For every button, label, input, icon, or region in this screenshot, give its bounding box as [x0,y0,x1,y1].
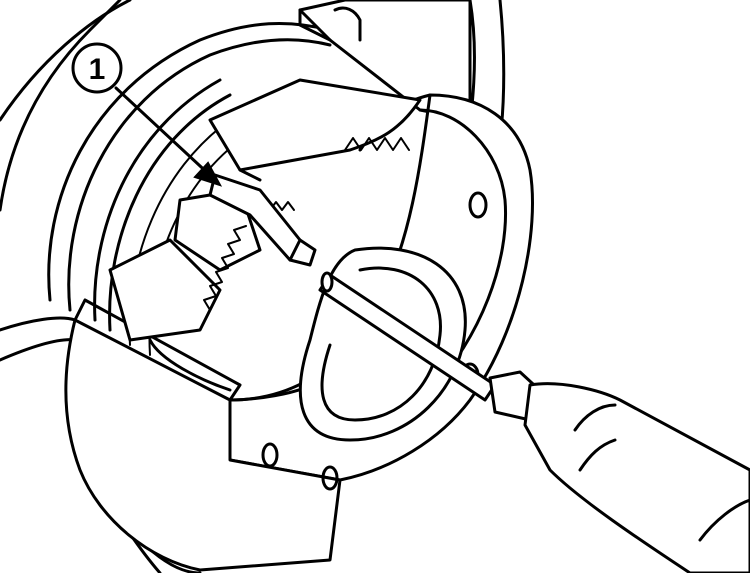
adjuster-lever [208,173,317,267]
callout-number: 1 [89,53,106,86]
brake-shoes [108,78,422,392]
backing-plate [47,21,332,356]
arrowhead-icon [193,161,223,187]
screwdriver [318,271,750,573]
callout-circle [71,42,123,94]
springs [203,137,410,311]
callout-leader-line [114,86,215,180]
callout-1: 1 [71,42,223,187]
